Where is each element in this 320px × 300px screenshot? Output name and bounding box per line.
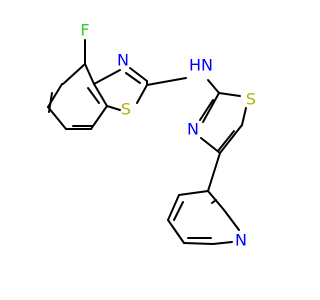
bond xyxy=(178,190,209,196)
benzothiazole-nitrogen-atom: N xyxy=(117,51,129,70)
bond xyxy=(62,63,86,85)
bond xyxy=(93,69,121,85)
bond xyxy=(167,194,180,221)
bond xyxy=(218,92,241,97)
bond xyxy=(241,107,247,126)
amine-hydrogen-atom: H xyxy=(189,56,201,75)
bond xyxy=(217,130,235,152)
bond xyxy=(106,105,121,111)
thiazole-sulfur-atom: S xyxy=(246,90,256,109)
bonds xyxy=(47,39,247,245)
bond xyxy=(84,63,95,85)
bond xyxy=(211,199,217,204)
fluorine-atom: F xyxy=(80,21,89,40)
benzothiazole-sulfur-atom: S xyxy=(121,100,131,119)
bond xyxy=(207,79,220,94)
molecule-canvas: F N S H N S N N xyxy=(47,20,257,250)
thiazole-nitrogen-atom: N xyxy=(187,120,199,139)
bond xyxy=(136,84,148,104)
bond xyxy=(146,77,187,86)
atom-labels: F N S H N S N N xyxy=(80,21,256,250)
bond xyxy=(129,67,148,82)
amine-nitrogen-atom: N xyxy=(201,56,213,75)
bond xyxy=(167,219,185,244)
bond xyxy=(183,242,214,245)
bond xyxy=(212,241,233,245)
bond xyxy=(202,92,220,123)
bond xyxy=(125,72,141,84)
pyridine-nitrogen-atom: N xyxy=(235,231,247,250)
bond xyxy=(219,124,243,154)
bond xyxy=(173,201,184,221)
bond xyxy=(199,99,214,121)
bond xyxy=(93,83,108,107)
bond xyxy=(200,137,221,154)
bond xyxy=(223,209,240,231)
bond xyxy=(87,87,100,104)
bond xyxy=(90,105,108,130)
bond xyxy=(207,152,221,192)
molecule-structure: F N S H N S N N xyxy=(47,21,256,250)
bond xyxy=(47,106,67,130)
